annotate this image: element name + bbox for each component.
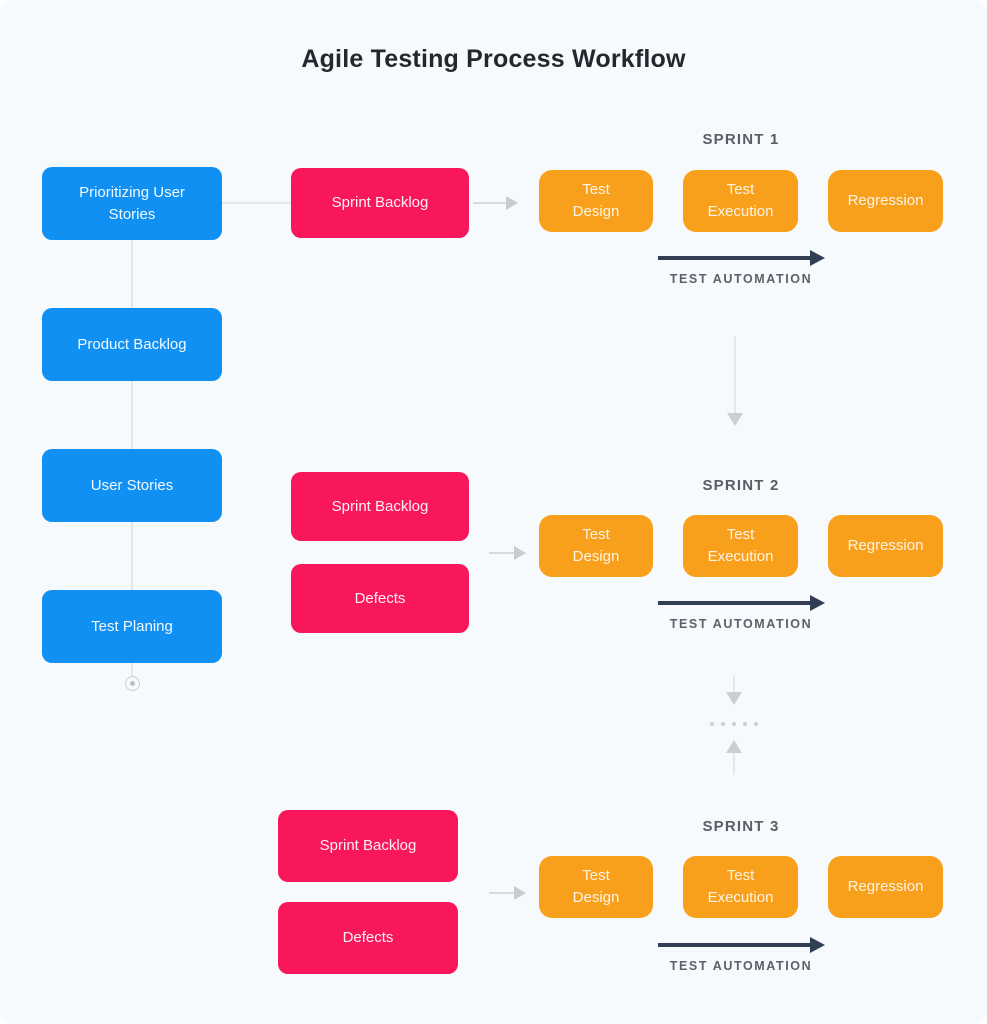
connector-prioritizing-to-sprint-backlog [222, 202, 291, 204]
node-sprint-backlog-2: Sprint Backlog [291, 472, 469, 541]
connector-sprint2-down-head [726, 692, 742, 705]
node-label: Product Backlog [77, 335, 187, 353]
flow-end-marker-icon [125, 676, 140, 691]
node-test-execution-1: Test Execution [683, 170, 798, 232]
node-label: Test Planing [91, 617, 173, 635]
node-user-stories: User Stories [42, 449, 222, 522]
arrow-backlog-to-stages-3-line [489, 892, 515, 894]
dot [721, 722, 725, 726]
arrow-backlog-to-stages-2-line [489, 552, 515, 554]
node-test-execution-2: Test Execution [683, 515, 798, 577]
dot [710, 722, 714, 726]
node-label-line2: Design [572, 203, 620, 220]
connector-dotted-break [710, 722, 758, 726]
arrow-backlog-to-stages-2-head [514, 546, 526, 560]
dot [743, 722, 747, 726]
node-label-line2: Design [572, 548, 620, 565]
arrow-backlog-to-stages-1-line [473, 202, 507, 204]
node-label-line1: Test [726, 526, 755, 544]
node-label-line1: Test [582, 181, 610, 199]
node-label: User Stories [90, 476, 174, 494]
node-label: Prioritizing User Stories [79, 183, 185, 223]
node-label-line2: Execution [707, 889, 774, 906]
test-automation-label-3: TEST AUTOMATION [669, 959, 813, 973]
test-automation-arrow-2-line [658, 601, 810, 605]
arrow-backlog-to-stages-3-head [514, 886, 526, 900]
dot [754, 722, 758, 726]
connector-sprint1-to-sprint2-head [727, 413, 743, 426]
connector-sprint2-down-line [733, 676, 735, 694]
test-automation-arrow-3-line [658, 943, 810, 947]
node-label: Regression [847, 192, 924, 210]
node-label-line2: Design [572, 889, 620, 906]
node-label: Defects [342, 929, 394, 947]
test-automation-arrow-1-head [810, 250, 825, 266]
sprint-1-label: SPRINT 1 [702, 131, 780, 148]
node-label: Sprint Backlog [319, 837, 417, 855]
page-title: Agile Testing Process Workflow [301, 45, 686, 73]
node-product-backlog: Product Backlog [42, 308, 222, 381]
node-test-design-2: Test Design [539, 515, 653, 577]
sprint-2-label: SPRINT 2 [702, 477, 780, 494]
node-label-line1: Test [582, 867, 610, 885]
sprint-3-label: SPRINT 3 [702, 818, 780, 835]
test-automation-arrow-2-head [810, 595, 825, 611]
connector-sprint3-up-line [733, 752, 735, 775]
node-regression-1: Regression [828, 170, 943, 232]
node-test-design-3: Test Design [539, 856, 653, 918]
node-test-planning: Test Planing [42, 590, 222, 663]
node-test-execution-3: Test Execution [683, 856, 798, 918]
node-prioritizing-user-stories: Prioritizing User Stories [42, 167, 222, 240]
connector-sprint3-up-head [726, 740, 742, 753]
test-automation-label-1: TEST AUTOMATION [669, 272, 813, 286]
node-label-line2: Execution [707, 203, 774, 220]
dot [732, 722, 736, 726]
connector-sprint1-to-sprint2-line [734, 336, 736, 416]
node-sprint-backlog-3: Sprint Backlog [278, 810, 458, 882]
node-label: Sprint Backlog [331, 497, 429, 515]
node-label: Regression [847, 878, 924, 896]
node-test-design-1: Test Design [539, 170, 653, 232]
planning-vertical-connector [131, 203, 133, 676]
test-automation-arrow-1-line [658, 256, 810, 260]
arrow-backlog-to-stages-1-head [506, 196, 518, 210]
node-label: Regression [847, 537, 924, 555]
node-sprint-backlog-1: Sprint Backlog [291, 168, 469, 238]
node-defects-2: Defects [291, 564, 469, 633]
node-regression-3: Regression [828, 856, 943, 918]
test-automation-arrow-3-head [810, 937, 825, 953]
flow-end-dot [130, 681, 135, 686]
node-label: Sprint Backlog [331, 194, 429, 212]
node-label-line2: Execution [707, 548, 774, 565]
node-defects-3: Defects [278, 902, 458, 974]
node-label: Defects [354, 589, 406, 607]
node-regression-2: Regression [828, 515, 943, 577]
node-label-line1: Test [726, 867, 755, 885]
test-automation-label-2: TEST AUTOMATION [669, 617, 813, 631]
node-label-line1: Test [582, 526, 610, 544]
node-label-line1: Test [726, 181, 755, 199]
